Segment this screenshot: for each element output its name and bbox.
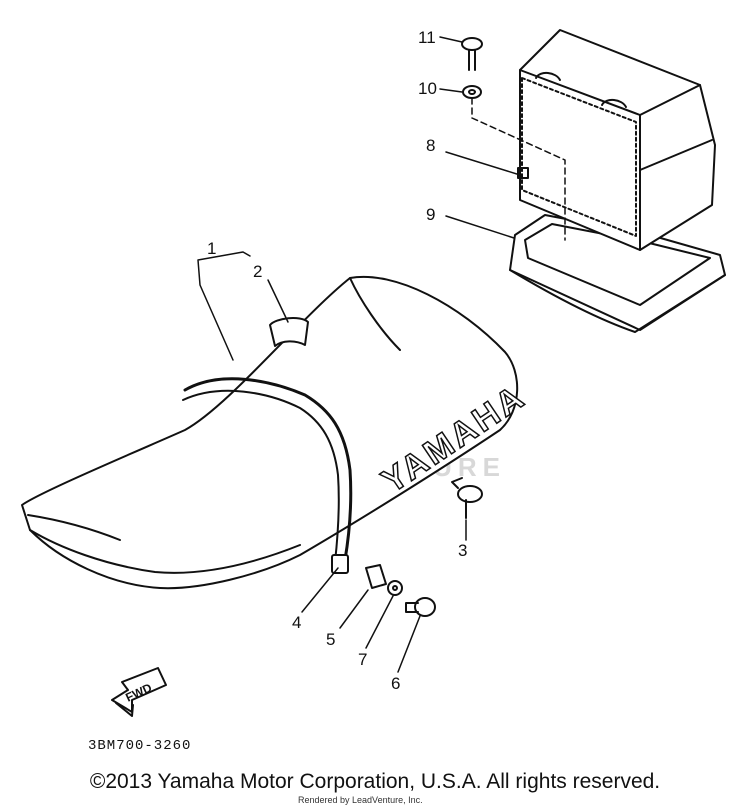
part-3-bolt — [451, 477, 483, 519]
part-11-screw — [461, 37, 483, 71]
callout-9: 9 — [426, 205, 436, 224]
parts-diagram: YAMAHA FWD — [21, 29, 726, 717]
callout-2: 2 — [253, 262, 263, 281]
part-2-clip — [269, 317, 309, 347]
callout-5: 5 — [326, 630, 336, 649]
part-10-washer — [462, 85, 482, 99]
part-8-storage-box — [517, 29, 716, 251]
callout-3: 3 — [458, 541, 468, 560]
callout-6: 6 — [391, 674, 401, 693]
callout-8: 8 — [426, 136, 436, 155]
callout-4: 4 — [292, 613, 302, 632]
callout-1: 1 — [207, 239, 217, 258]
part-7-washer — [387, 580, 403, 596]
fwd-arrow — [111, 667, 167, 717]
rendered-by-text: Rendered by LeadVenture, Inc. — [298, 795, 423, 805]
part-6-bolt — [405, 597, 436, 617]
callout-10: 10 — [418, 79, 437, 98]
callout-7: 7 — [358, 650, 368, 669]
callout-11: 11 — [418, 28, 436, 47]
seat-assembly — [21, 275, 519, 590]
copyright-notice: ©2013 Yamaha Motor Corporation, U.S.A. A… — [89, 770, 661, 793]
part-5-nut — [365, 564, 387, 589]
part-code: 3BM700-3260 — [88, 738, 192, 754]
